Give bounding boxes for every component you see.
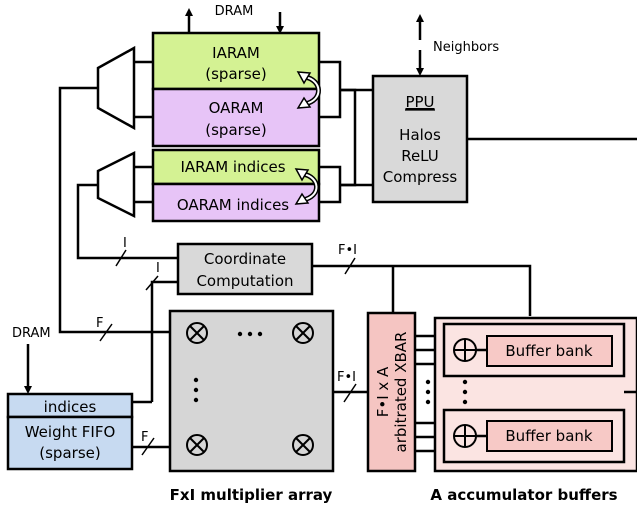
- oaram-label: OARAM: [209, 99, 264, 117]
- mux-bottom-icon: [96, 150, 136, 219]
- ellipsis-vertical-icon: [193, 377, 199, 403]
- bus-fi-mid-label: F•I: [337, 370, 356, 385]
- buffer-bank-1: [486, 335, 613, 367]
- xbar-label-2: arbitrated XBAR: [392, 332, 410, 453]
- dram-top-arrows: [185, 8, 284, 34]
- circled-times-icon: [292, 434, 314, 456]
- ellipsis-vertical-icon: [462, 379, 468, 405]
- ppu-compress: Compress: [383, 168, 458, 186]
- weight-fifo-label-1: Weight FIFO: [25, 423, 116, 441]
- oaram-sparse-label: (sparse): [205, 121, 266, 139]
- ppu-block: [371, 74, 469, 204]
- buffer-bank-2: [486, 420, 613, 452]
- weight-fifo-label-2: (sparse): [39, 444, 100, 462]
- iaram-indices-label: IARAM indices: [180, 158, 285, 176]
- mux-bus-lines: [58, 86, 178, 334]
- bus-f-bottom-label: F: [141, 430, 148, 445]
- ppu-title: PPU: [405, 93, 434, 111]
- dram-left-label: DRAM: [12, 326, 51, 341]
- mux-top-icon: [96, 45, 136, 131]
- coord-output-line: [312, 264, 532, 316]
- circled-plus-icon: [453, 338, 477, 362]
- multiplier-caption: FxI multiplier array: [170, 486, 333, 504]
- coordinate-computation-block: [176, 242, 314, 296]
- multiplier-grid: [186, 322, 314, 456]
- coord-label-2: Computation: [196, 272, 293, 290]
- xbar-label-1: F•I x A: [374, 366, 392, 417]
- circled-times-icon: [186, 434, 208, 456]
- circled-times-icon: [292, 322, 314, 344]
- indices-label: indices: [44, 398, 97, 416]
- indices-swap-arrow-icon: [294, 168, 319, 205]
- bus-fi-top-label: F•I: [338, 243, 357, 258]
- ppu-connections: [319, 60, 373, 204]
- weight-fifo-block: [6, 415, 134, 471]
- coord-label-1: Coordinate: [204, 250, 286, 268]
- ellipsis-vertical-icon: [425, 379, 431, 405]
- iaram-sparse-label: (sparse): [205, 65, 266, 83]
- mux-connections: [134, 60, 153, 204]
- swap-arrow-icon: [296, 71, 321, 109]
- bus-i-label-2: I: [156, 261, 160, 276]
- xbar-block: [366, 311, 417, 473]
- bus-i-label-1: I: [123, 236, 127, 251]
- accumulator-caption: A accumulator buffers: [430, 486, 617, 504]
- bus-f-top-label: F: [96, 316, 103, 331]
- oaram-indices-label: OARAM indices: [177, 196, 289, 214]
- iaram-label: IARAM: [212, 44, 260, 62]
- buffer-bank-1-label: Buffer bank: [505, 342, 593, 360]
- circled-plus-icon: [453, 424, 477, 448]
- ellipsis-horizontal-icon: [237, 331, 263, 337]
- dram-top-label: DRAM: [215, 4, 254, 19]
- circled-times-icon: [186, 322, 208, 344]
- ppu-relu: ReLU: [401, 147, 439, 165]
- buffer-bank-2-label: Buffer bank: [505, 427, 593, 445]
- neighbors-label: Neighbors: [433, 40, 499, 55]
- ppu-halos: Halos: [399, 126, 441, 144]
